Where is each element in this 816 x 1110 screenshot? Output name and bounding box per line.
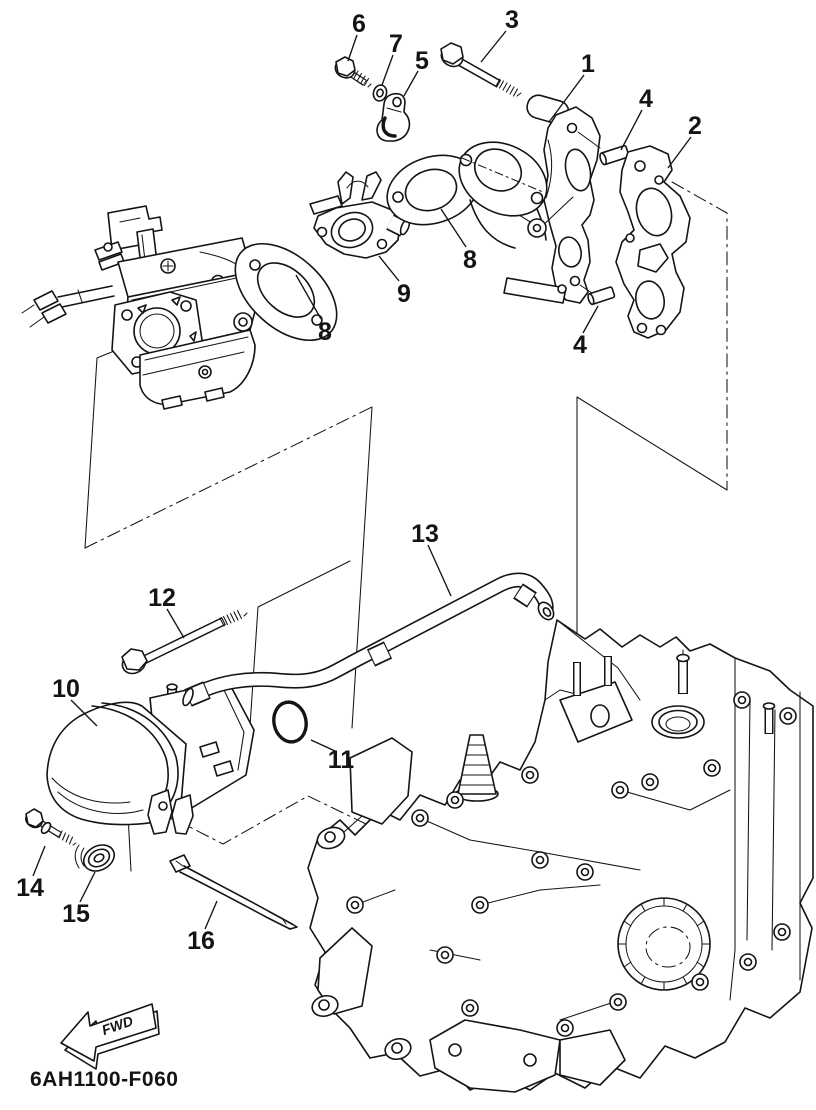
callout-breather-hose: 13 — [411, 520, 439, 548]
leader-washer — [381, 54, 394, 86]
intake-silencer — [46, 680, 255, 835]
callout-intake-manifold: 1 — [581, 50, 595, 78]
leader-intake-manifold — [548, 74, 585, 123]
callout-manifold-gasket: 2 — [688, 112, 702, 140]
long-bolt — [440, 42, 522, 97]
hose-clamp — [376, 92, 411, 142]
callout-hose-clamp: 5 — [415, 47, 429, 75]
callout-flange-bolt: 6 — [352, 10, 366, 38]
grommet — [74, 844, 116, 872]
manifold-runner — [469, 196, 574, 304]
callout-grommet: 15 — [62, 900, 90, 928]
tapered-stud — [455, 734, 499, 802]
breather-nipple — [676, 649, 690, 694]
leader-grommet — [79, 871, 96, 903]
flange-bolt — [334, 56, 372, 88]
carburetor-gasket-left — [234, 242, 338, 342]
dowel-pin-lower — [587, 286, 616, 306]
bottom-bracket — [429, 1019, 626, 1093]
callout-o-ring: 11 — [328, 746, 355, 774]
intake-port-pad — [559, 656, 633, 743]
fitting-nipple-right — [762, 702, 776, 734]
carburetor-lead-wires — [21, 285, 115, 328]
leader-mount-bolt — [32, 845, 46, 877]
breather-hose — [182, 572, 555, 707]
leader-dowel-pin-upper — [620, 109, 643, 151]
callout-dowel-pin-lower: 4 — [573, 331, 587, 359]
leader-cable-tie — [204, 900, 218, 930]
callout-carburetor-gasket-middle: 8 — [463, 246, 477, 274]
callout-mount-bolt: 14 — [16, 874, 44, 902]
leader-o-ring — [310, 739, 336, 752]
silencer-clips — [147, 789, 194, 835]
silencer-bolt — [121, 609, 248, 675]
leader-breather-hose — [427, 544, 452, 597]
oil-filler-neck — [651, 705, 705, 739]
float-bowl — [139, 329, 256, 410]
leader-long-bolt — [480, 30, 507, 63]
diagram-code: 6AH1100-F060 — [30, 1068, 178, 1091]
manifold-carb-flange — [458, 141, 548, 217]
mount-arm-lower — [311, 927, 412, 1061]
callout-intake-silencer: 10 — [52, 675, 80, 703]
mount-arm-upper — [316, 737, 413, 850]
leader-carburetor-gasket-left — [295, 274, 322, 320]
cable-tie — [169, 854, 298, 930]
leader-silencer-bolt — [166, 608, 185, 639]
leader-carburetor-stay — [378, 255, 400, 282]
leader-carburetor-gasket-middle — [440, 208, 467, 248]
callout-carburetor-stay: 9 — [397, 280, 411, 308]
mount-bolt — [25, 808, 77, 846]
bolt-threads — [495, 78, 522, 97]
leader-hose-clamp — [403, 70, 419, 97]
o-ring — [272, 700, 308, 744]
leader-manifold-gasket — [667, 136, 692, 169]
leader-intake-silencer — [70, 699, 98, 727]
callout-silencer-bolt: 12 — [148, 584, 176, 612]
callout-long-bolt: 3 — [505, 6, 519, 34]
leader-flange-bolt — [347, 34, 358, 62]
callout-washer: 7 — [389, 30, 403, 58]
dowel-pin-upper — [599, 144, 630, 166]
fwd-arrow: FWD — [60, 1003, 160, 1070]
carburetor-assembly — [21, 205, 259, 410]
manifold-gasket — [615, 145, 691, 339]
bolt-bosses — [346, 691, 797, 1037]
callout-carburetor-gasket-left: 8 — [318, 318, 332, 346]
leader-dowel-pin-lower — [582, 305, 599, 334]
callout-dowel-pin-upper: 4 — [639, 85, 653, 113]
oil-filter — [617, 897, 711, 991]
callout-cable-tie: 16 — [187, 927, 215, 955]
intake-manifold — [458, 94, 601, 304]
washer — [372, 84, 388, 102]
carburetor-stay — [309, 171, 411, 259]
engine-block — [307, 619, 814, 1093]
